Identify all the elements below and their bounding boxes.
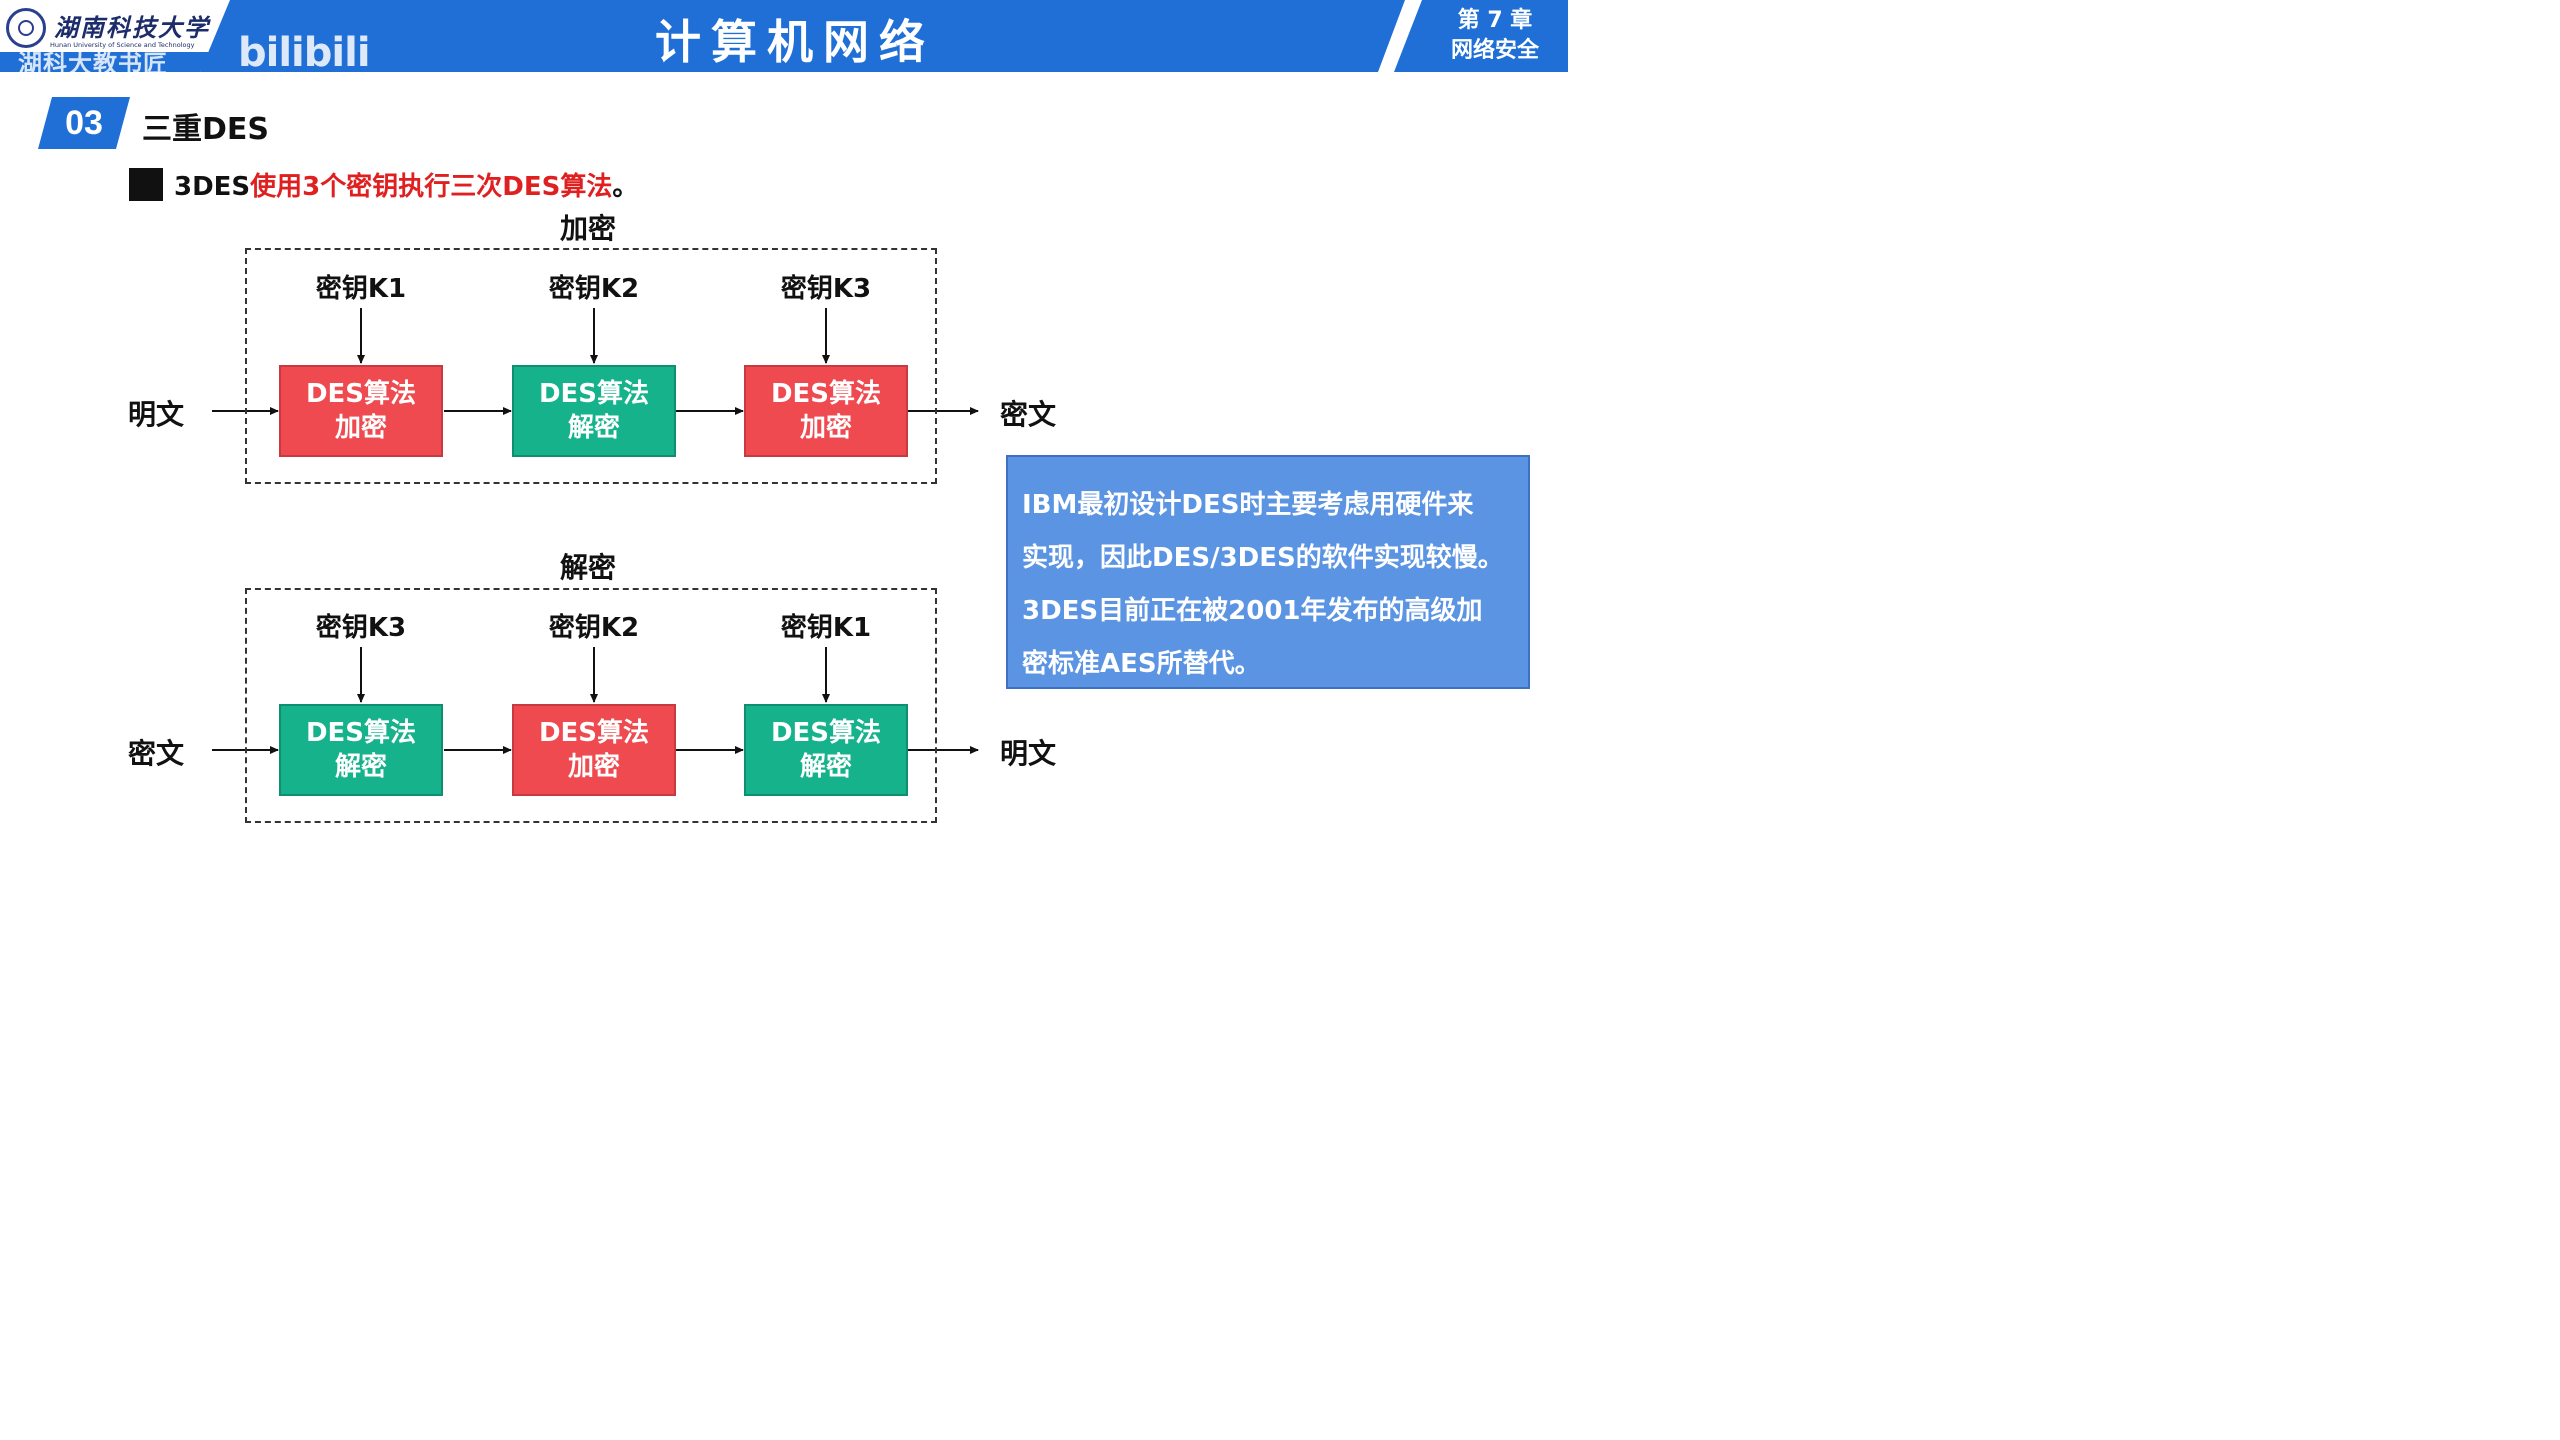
- platform-watermark: bilibili: [238, 30, 371, 76]
- course-title: 计算机网络: [655, 15, 935, 69]
- enc-block-3-line1: DES算法: [770, 379, 882, 409]
- dec-key-label-2: 密钥K2: [548, 613, 640, 643]
- diagram-arrows: [212, 308, 979, 754]
- bullet-highlight: 使用3个密钥执行三次DES算法: [250, 172, 613, 202]
- university-logo: 湖南科技大学 Hunan University of Science and T…: [4, 4, 214, 70]
- enc-block-2-line1: DES算法: [538, 379, 650, 409]
- dec-block-2-line1: DES算法: [538, 718, 650, 748]
- bullet-suffix: 。: [612, 172, 639, 202]
- section-number-badge: 03: [38, 97, 130, 149]
- dec-block-1-line2: 解密: [334, 752, 387, 782]
- note-line-1: IBM最初设计DES时主要考虑用硬件来: [1022, 490, 1474, 520]
- note-line-4: 密标准AES所替代。: [1022, 649, 1261, 679]
- enc-block-1: DES算法 加密: [279, 365, 443, 457]
- university-english-name: Hunan University of Science and Technolo…: [50, 41, 195, 49]
- chapter-number: 第 7 章: [1457, 8, 1533, 33]
- dec-input-label: 密文: [128, 737, 185, 770]
- dec-block-1-line1: DES算法: [305, 718, 417, 748]
- dec-block-3-line1: DES算法: [770, 718, 882, 748]
- section-title: 三重DES: [142, 112, 270, 147]
- enc-key-label-2: 密钥K2: [548, 274, 640, 304]
- channel-watermark: 湖科大教书匠: [18, 50, 168, 78]
- enc-block-2: DES算法 解密: [512, 365, 676, 457]
- note-box: IBM最初设计DES时主要考虑用硬件来 实现，因此DES/3DES的软件实现较慢…: [1006, 455, 1530, 689]
- dec-key-label-1: 密钥K3: [315, 613, 407, 643]
- section-number: 03: [65, 104, 103, 142]
- chapter-title: 网络安全: [1450, 38, 1539, 63]
- enc-key-label-1: 密钥K1: [315, 274, 407, 304]
- decryption-frame: [245, 588, 937, 823]
- enc-block-1-line2: 加密: [334, 413, 387, 443]
- bullet-text: 3DES使用3个密钥执行三次DES算法。: [174, 166, 638, 203]
- bullet-square-icon: [129, 168, 163, 201]
- university-name: 湖南科技大学: [54, 13, 210, 42]
- enc-key-label-3: 密钥K3: [780, 274, 872, 304]
- encryption-title: 加密: [560, 212, 617, 245]
- dec-block-3-line2: 解密: [799, 752, 852, 782]
- dec-block-2: DES算法 加密: [512, 704, 676, 796]
- dec-key-label-3: 密钥K1: [780, 613, 872, 643]
- dec-block-3: DES算法 解密: [744, 704, 908, 796]
- enc-output-label: 密文: [1000, 398, 1057, 431]
- enc-block-3-line2: 加密: [799, 413, 852, 443]
- header-bar: 湖南科技大学 Hunan University of Science and T…: [0, 0, 1570, 78]
- dec-block-1: DES算法 解密: [279, 704, 443, 796]
- bullet-prefix: 3DES: [174, 172, 251, 202]
- enc-block-2-line2: 解密: [567, 413, 620, 443]
- chapter-label: 第 7 章 网络安全: [1420, 6, 1570, 66]
- dec-output-label: 明文: [1000, 737, 1057, 770]
- note-line-3: 3DES目前正在被2001年发布的高级加: [1022, 596, 1483, 626]
- university-emblem-icon: [6, 8, 46, 48]
- decryption-title: 解密: [560, 551, 617, 584]
- note-line-2: 实现，因此DES/3DES的软件实现较慢。: [1022, 543, 1504, 573]
- header-band: [0, 0, 1568, 72]
- enc-block-3: DES算法 加密: [744, 365, 908, 457]
- enc-input-label: 明文: [128, 398, 185, 431]
- encryption-frame: [245, 248, 937, 484]
- enc-block-1-line1: DES算法: [305, 379, 417, 409]
- dec-block-2-line2: 加密: [567, 752, 620, 782]
- section-badge-shape: [38, 97, 130, 149]
